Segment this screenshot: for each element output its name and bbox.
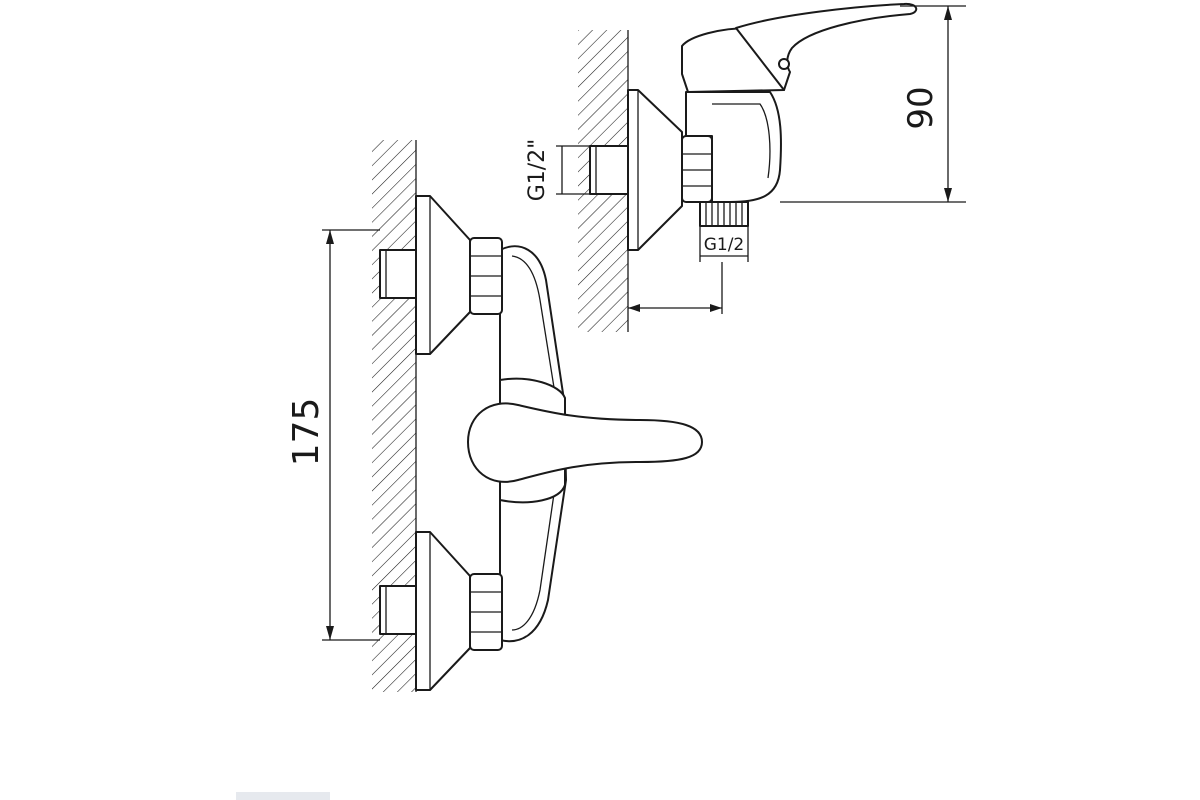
side-view: G1/2 G1/2" 90 (525, 2, 966, 332)
upper-inlet-stub (379, 249, 417, 299)
dimension-175-label: 175 (286, 398, 327, 467)
lower-hex-nut (469, 573, 503, 651)
outlet-offset-dimension (628, 262, 723, 314)
upper-hex-nut (469, 237, 503, 315)
upper-escutcheon (415, 195, 471, 355)
inlet-thread-dimension: G1/2" (525, 139, 592, 202)
dimension-175: 175 (286, 229, 380, 641)
side-inlet-stub (589, 145, 629, 195)
dimension-90: 90 (780, 5, 966, 203)
lower-inlet-stub (379, 585, 417, 635)
outlet-thread-label: G1/2 (704, 235, 745, 255)
lever-handle-front (467, 402, 703, 483)
front-view: 175 (286, 140, 703, 692)
bottom-tab-strip (236, 792, 330, 800)
side-outlet-thread (699, 201, 749, 227)
side-hex-nut (681, 135, 713, 203)
lower-escutcheon (415, 531, 471, 691)
side-escutcheon (627, 89, 683, 251)
outlet-thread-dimension: G1/2 (699, 226, 749, 262)
inlet-thread-label: G1/2" (525, 139, 550, 202)
dimension-90-label: 90 (901, 86, 941, 129)
